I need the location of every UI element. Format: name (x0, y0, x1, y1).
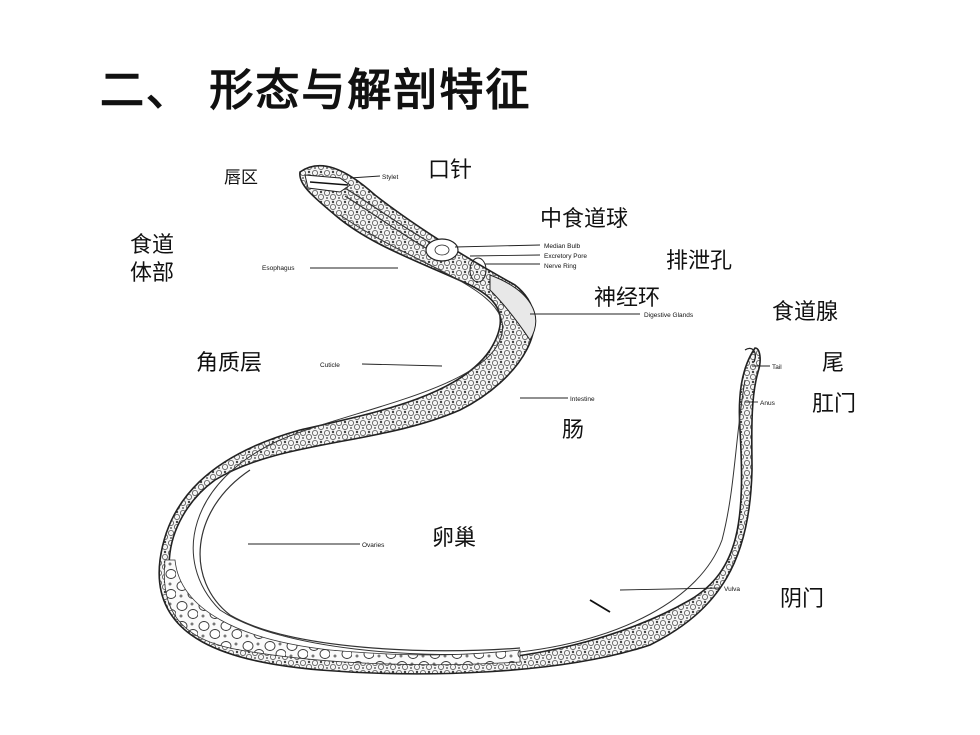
label-en-anus: Anus (760, 400, 776, 407)
egg-region (163, 559, 521, 666)
nematode-body (158, 164, 761, 675)
label-stylet: 口针 (428, 158, 473, 183)
ovary-line (199, 469, 521, 652)
leader-lines (248, 175, 770, 591)
nerve-ring-shape (469, 257, 487, 283)
label-en-ovaries: Ovaries (362, 542, 385, 549)
label-esophagus-line2: 体部 (130, 261, 175, 286)
label-en-stylet: Stylet (382, 174, 398, 181)
label-tail: 尾 (822, 351, 845, 376)
label-en-esophagus: Esophagus (262, 265, 295, 272)
label-excretory-pore: 排泄孔 (666, 249, 733, 274)
digestive-glands-shape (489, 274, 537, 341)
label-anus: 肛门 (812, 392, 857, 417)
label-en-cuticle: Cuticle (320, 362, 340, 369)
label-vulva: 阴门 (780, 587, 825, 612)
label-ovaries: 卵巢 (432, 526, 477, 551)
label-en-intestine: Intestine (570, 396, 595, 403)
intestine-line (192, 214, 746, 656)
label-median-bulb: 中食道球 (540, 207, 629, 232)
label-cuticle: 角质层 (196, 351, 263, 376)
label-en-excretory-pore: Excretory Pore (544, 253, 587, 260)
label-en-digestive-glands: Digestive Glands (644, 312, 694, 319)
label-en-nerve-ring: Nerve Ring (544, 263, 577, 270)
label-intestine: 肠 (562, 418, 585, 443)
slide-title: 二、 形态与解剖特征 (100, 65, 532, 116)
label-en-median-bulb: Median Bulb (544, 243, 581, 250)
median-bulb-shape (425, 238, 459, 262)
label-esophagus-line1: 食道 (130, 233, 175, 258)
label-en-tail: Tail (772, 364, 782, 371)
label-digestive-glands: 食道腺 (772, 300, 839, 325)
label-lip-region: 唇区 (224, 168, 258, 188)
label-en-vulva: Vulva (724, 586, 740, 593)
label-nerve-ring: 神经环 (594, 286, 661, 311)
